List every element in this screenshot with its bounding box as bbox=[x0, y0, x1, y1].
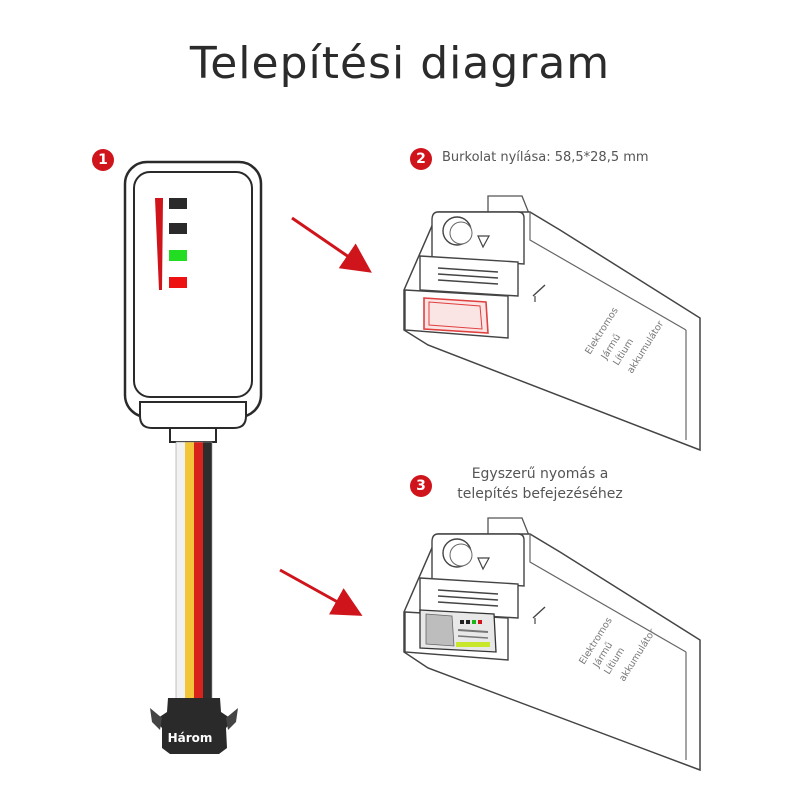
step-3-caption: Egyszerű nyomás a telepítés befejezéséhe… bbox=[430, 464, 650, 504]
wire-bundle bbox=[175, 441, 213, 701]
step-2-badge: 2 bbox=[410, 148, 432, 170]
arrow-2 bbox=[279, 568, 363, 616]
connector-label: Három bbox=[167, 731, 213, 745]
level-gauge-icon bbox=[155, 198, 163, 290]
battery-housing-empty: Elektromos Jármű Lítium akkumulátor bbox=[403, 195, 701, 452]
arrow-1 bbox=[291, 216, 372, 273]
indicator-module bbox=[123, 160, 263, 443]
step-2-caption: Burkolat nyílása: 58,5*28,5 mm bbox=[442, 150, 649, 165]
led-2 bbox=[169, 223, 187, 234]
step-1-badge: 1 bbox=[92, 149, 114, 171]
led-3 bbox=[169, 250, 187, 261]
step-3-caption-line-2: telepítés befejezéséhez bbox=[457, 486, 623, 502]
step-3-caption-line-1: Egyszerű nyomás a bbox=[471, 466, 609, 482]
step-3-badge: 3 bbox=[410, 475, 432, 497]
installed-module-leds bbox=[460, 620, 482, 624]
page-title: Telepítési diagram bbox=[189, 38, 611, 89]
led-1 bbox=[169, 198, 187, 209]
battery-housing-installed: Elektromos Jármű Lítium akkumulátor bbox=[403, 517, 701, 772]
wire-connector bbox=[150, 698, 238, 754]
led-4 bbox=[169, 277, 187, 288]
